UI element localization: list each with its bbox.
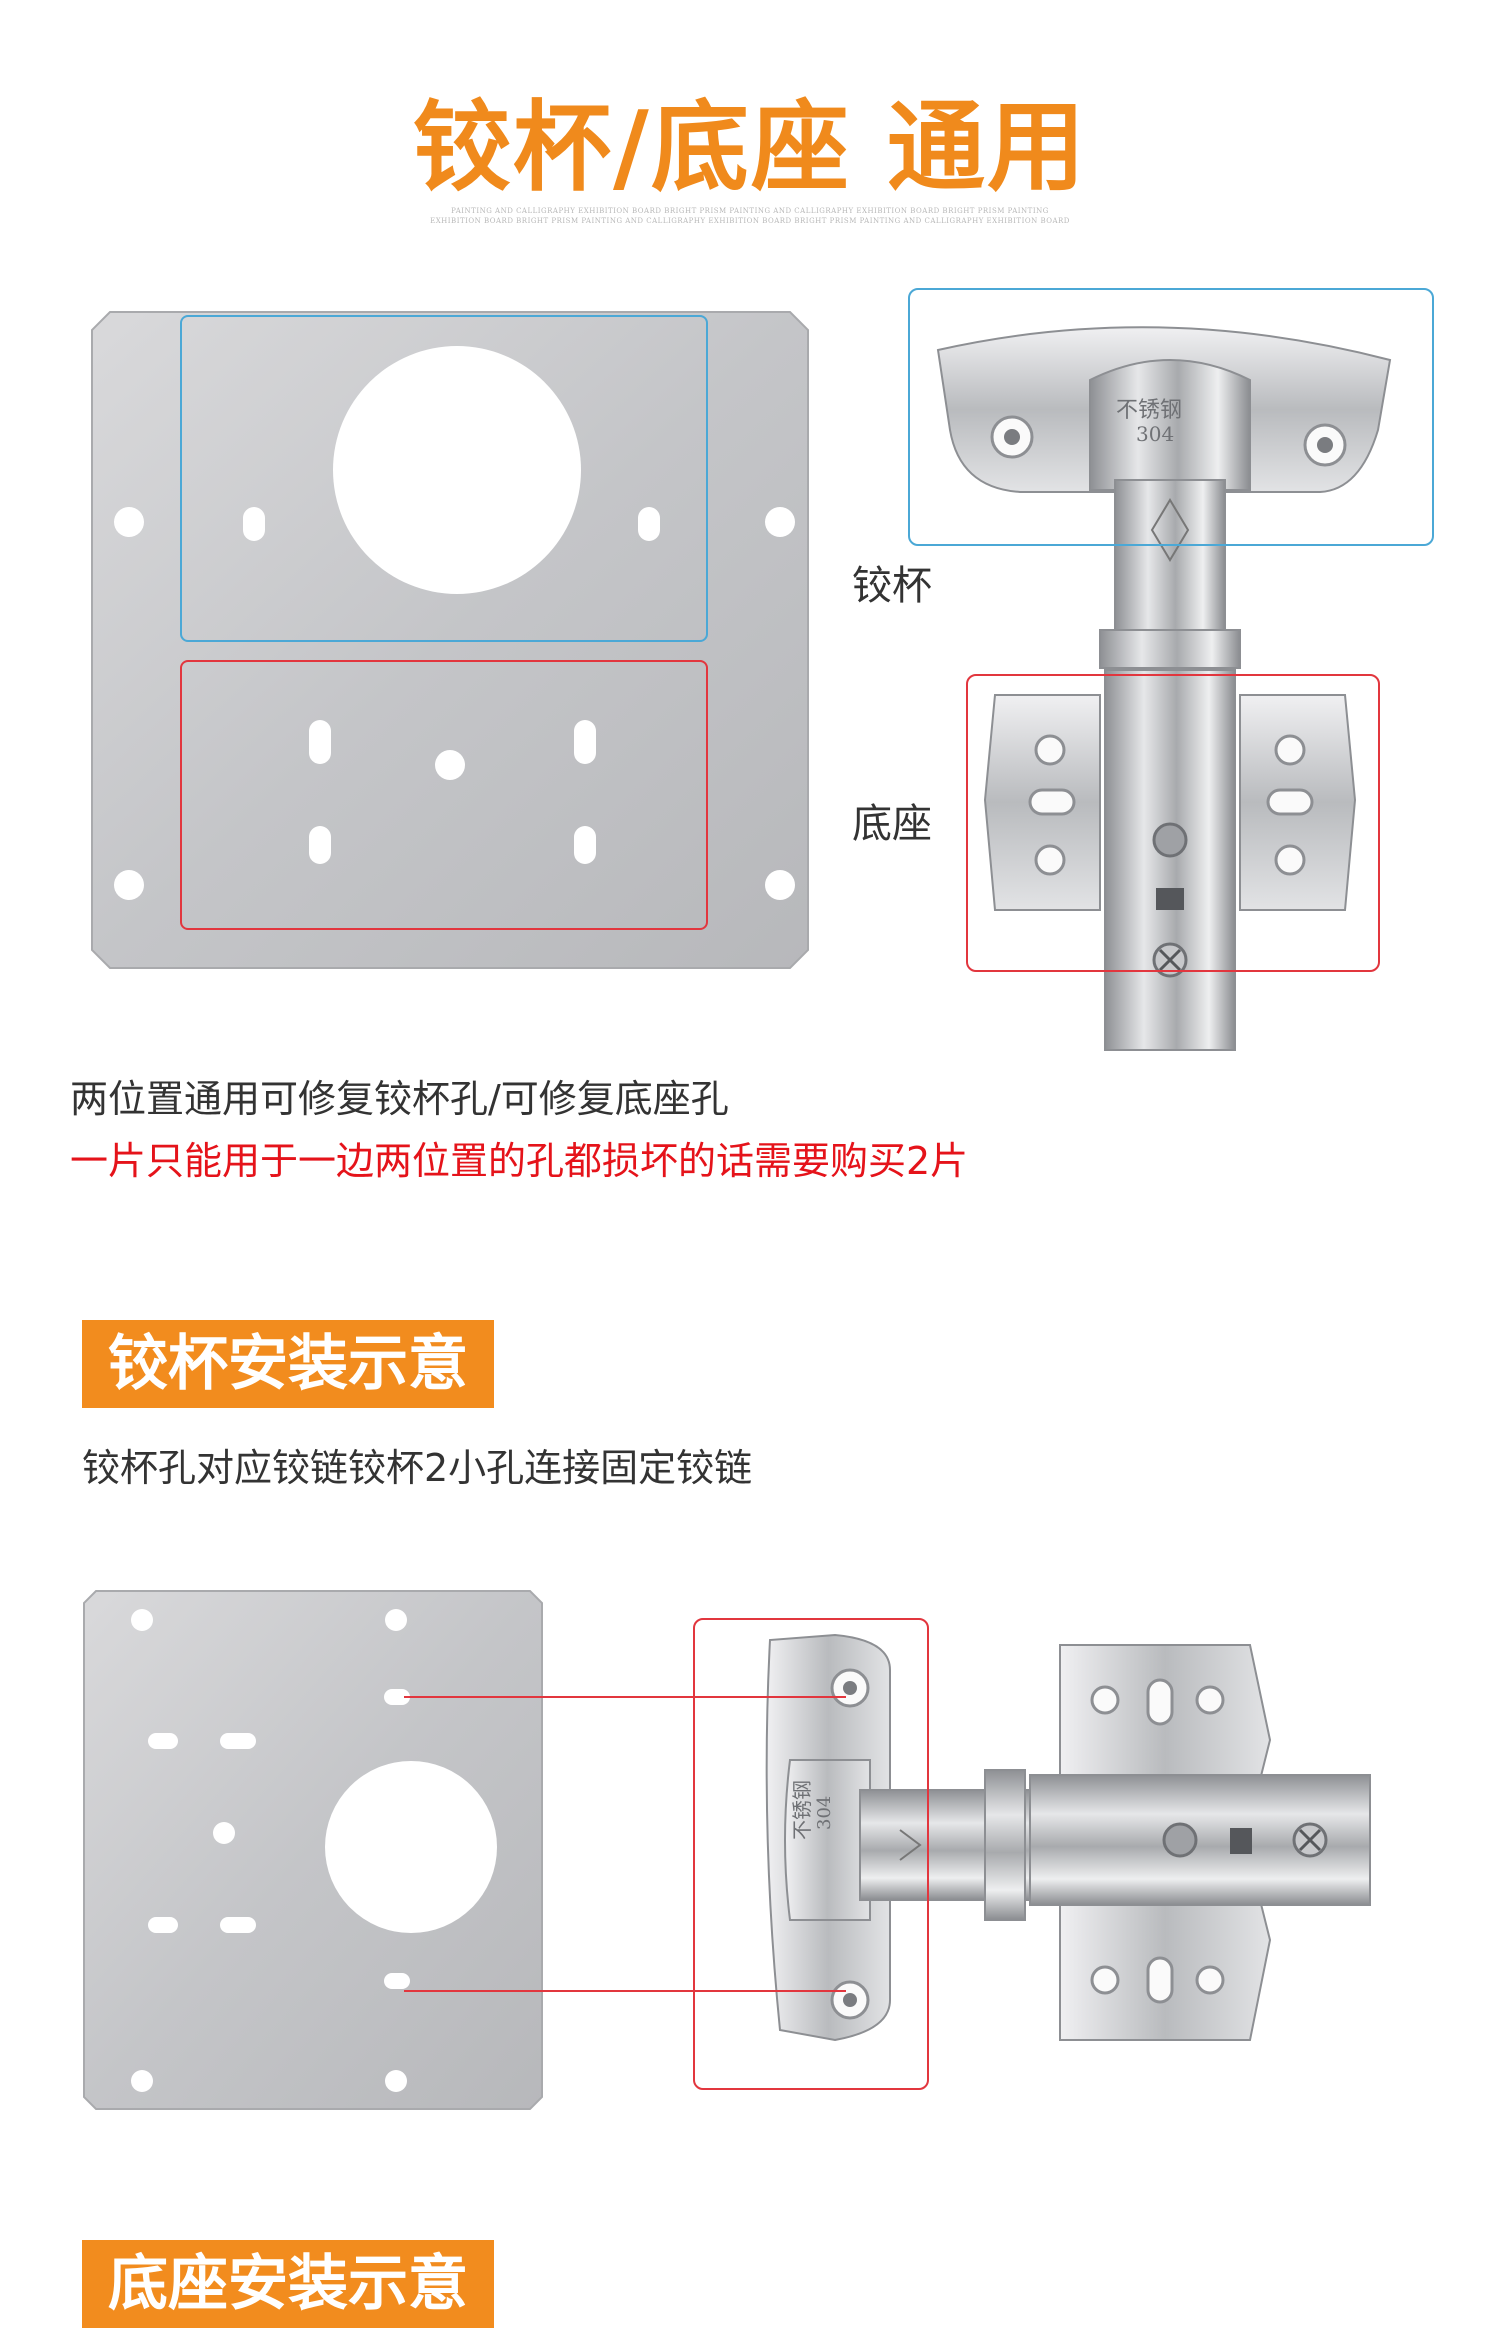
- plate-cup-area-box: [180, 315, 708, 642]
- repair-plate-rotated-image: [83, 1590, 543, 2110]
- base-install-banner: 底座安装示意: [82, 2240, 494, 2328]
- hinge-number-text: 304: [1136, 422, 1175, 446]
- fine-print-line-2: EXHIBITION BOARD BRIGHT PRISM PAINTING A…: [430, 217, 1070, 225]
- decorative-fine-print: PAINTING AND CALLIGRAPHY EXHIBITION BOAR…: [420, 206, 1080, 226]
- base-label: 底座: [852, 801, 932, 847]
- connector-line-top: [404, 1696, 846, 1698]
- hinge-vertical-image: [936, 326, 1392, 1051]
- fine-print-line-1: PAINTING AND CALLIGRAPHY EXHIBITION BOAR…: [451, 207, 1049, 215]
- hinge-horizontal-image: [765, 1633, 1371, 2042]
- cup-label: 铰杯: [852, 563, 932, 609]
- hinge-base-box: [966, 674, 1380, 972]
- cup-install-description: 铰杯孔对应铰链铰杯2小孔连接固定铰链: [82, 1446, 753, 1490]
- connector-line-bottom: [404, 1990, 846, 1992]
- hinge-cup-highlight-box: [693, 1618, 929, 2090]
- plate-base-area-box: [180, 660, 708, 930]
- compatibility-note: 两位置通用可修复铰杯孔/可修复底座孔: [70, 1077, 729, 1121]
- hinge-cup-box: [908, 288, 1434, 546]
- purchase-warning: 一片只能用于一边两位置的孔都损坏的话需要购买2片: [70, 1139, 969, 1183]
- page-title: 铰杯/底座 通用: [413, 91, 1087, 205]
- cup-install-banner: 铰杯安装示意: [82, 1320, 494, 1408]
- hinge-stamp-text: 不锈钢: [1116, 398, 1183, 423]
